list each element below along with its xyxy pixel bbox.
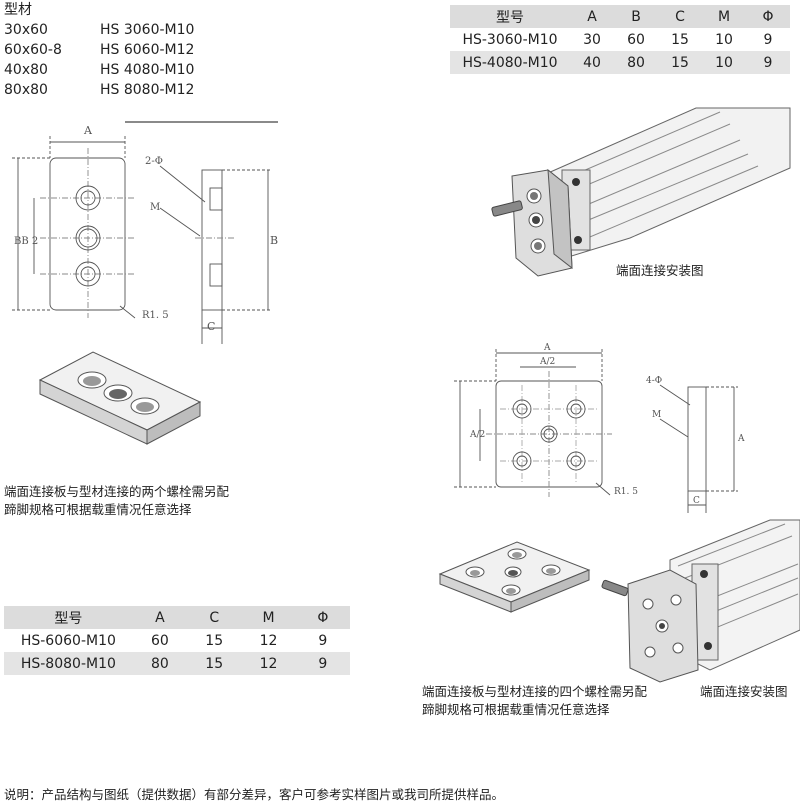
table-cell: 9 <box>295 629 350 652</box>
profile-model: HS 4080-M10 <box>100 62 195 78</box>
dim-m-label: M <box>652 410 661 420</box>
table-cell: 12 <box>241 629 296 652</box>
table-header-row: 型号 A B C M Φ <box>450 5 790 28</box>
note-four-bolts: 端面连接板与型材连接的四个螺栓需另配 <box>422 684 648 699</box>
table-cell: HS-8080-M10 <box>4 652 133 675</box>
profile-size: 80x80 <box>4 82 48 98</box>
table-cell: 30 <box>570 28 614 51</box>
four-hole-plate-3d-image <box>438 541 591 613</box>
table-cell: HS-3060-M10 <box>450 28 570 51</box>
table-header-cell: B <box>614 5 658 28</box>
table-header-cell: C <box>658 5 702 28</box>
table-row: HS-8080-M10 80 15 12 9 <box>4 652 350 675</box>
table-row: HS-4080-M10 40 80 15 10 9 <box>450 51 790 74</box>
four-hole-plate-drawing: A A/2 A/2 A C M 4-Φ R1. 5 <box>454 343 745 513</box>
table-cell: 9 <box>746 28 790 51</box>
table-header-cell: 型号 <box>4 606 133 629</box>
table-cell: 80 <box>614 51 658 74</box>
two-hole-plate-3d-image <box>38 351 202 445</box>
table-header-cell: A <box>132 606 188 629</box>
dim-radius-label: R1. 5 <box>142 310 169 321</box>
table-header-cell: Φ <box>746 5 790 28</box>
profile-size: 60x60-8 <box>4 42 62 58</box>
table-cell: HS-4080-M10 <box>450 51 570 74</box>
table-header-cell: A <box>570 5 614 28</box>
table-cell: 10 <box>702 51 746 74</box>
dim-a-label: A <box>543 343 551 353</box>
dim-c-label: C <box>207 320 215 333</box>
table-cell: 9 <box>295 652 350 675</box>
table-cell: 15 <box>187 629 242 652</box>
table-cell: 12 <box>241 652 296 675</box>
footer-note: 说明：产品结构与图纸（提供数据）有部分差异，客户可参考实样图片或我司所提供样品。 <box>4 787 505 802</box>
spec-table-bottom: 型号 A C M Φ HS-6060-M10 60 15 12 9 HS-808… <box>4 606 350 675</box>
table-header-cell: 型号 <box>450 5 570 28</box>
install-caption-bottom: 端面连接安装图 <box>700 684 788 699</box>
profile-list-header: 型材 <box>4 2 32 18</box>
table-row: HS-6060-M10 60 15 12 9 <box>4 629 350 652</box>
table-row: HS-3060-M10 30 60 15 10 9 <box>450 28 790 51</box>
table-cell: 80 <box>132 652 188 675</box>
install-caption-top: 端面连接安装图 <box>616 263 704 278</box>
note-footing: 蹄脚规格可根据载重情况任意选择 <box>422 702 610 717</box>
table-cell: 9 <box>746 51 790 74</box>
dim-a-side-label: A <box>737 434 745 444</box>
table-header-cell: M <box>702 5 746 28</box>
table-cell: 60 <box>614 28 658 51</box>
dim-bb2-label: BB 2 <box>14 236 38 247</box>
table-header-cell: C <box>187 606 242 629</box>
dim-b-label: B <box>270 234 278 247</box>
table-header-cell: M <box>241 606 296 629</box>
note-two-bolts: 端面连接板与型材连接的两个螺栓需另配 <box>4 484 230 499</box>
table-cell: 15 <box>658 28 702 51</box>
dim-radius-label: R1. 5 <box>614 487 638 497</box>
dim-a-half-top-label: A/2 <box>539 357 555 367</box>
profile-model: HS 3060-M10 <box>100 22 195 38</box>
spec-table-top: 型号 A B C M Φ HS-3060-M10 30 60 15 10 9 H… <box>450 5 790 74</box>
table-cell: 40 <box>570 51 614 74</box>
profile-model: HS 6060-M12 <box>100 42 195 58</box>
table-cell: 15 <box>187 652 242 675</box>
table-cell: 60 <box>132 629 188 652</box>
dim-a-half-left-label: A/2 <box>469 430 485 440</box>
table-header-row: 型号 A C M Φ <box>4 606 350 629</box>
dim-a-label: A <box>83 124 93 137</box>
profile-list: 型材 30x60 HS 3060-M10 60x60-8 HS 6060-M12… <box>4 0 194 100</box>
installation-image-bottom <box>601 519 800 683</box>
dim-c-label: C <box>693 496 700 506</box>
two-hole-plate-drawing: A BB 2 B C M 2-Φ R1. 5 <box>12 121 278 344</box>
dim-m-label: M <box>150 202 160 213</box>
note-footing: 蹄脚规格可根据载重情况任意选择 <box>4 502 192 517</box>
dim-holes-label: 4-Φ <box>646 376 662 386</box>
installation-image-top <box>491 107 791 277</box>
table-cell: 10 <box>702 28 746 51</box>
table-cell: 15 <box>658 51 702 74</box>
table-cell: HS-6060-M10 <box>4 629 133 652</box>
profile-size: 30x60 <box>4 22 48 38</box>
table-header-cell: Φ <box>295 606 350 629</box>
dim-holes-label: 2-Φ <box>145 156 163 167</box>
profile-model: HS 8080-M12 <box>100 82 195 98</box>
profile-size: 40x80 <box>4 62 48 78</box>
